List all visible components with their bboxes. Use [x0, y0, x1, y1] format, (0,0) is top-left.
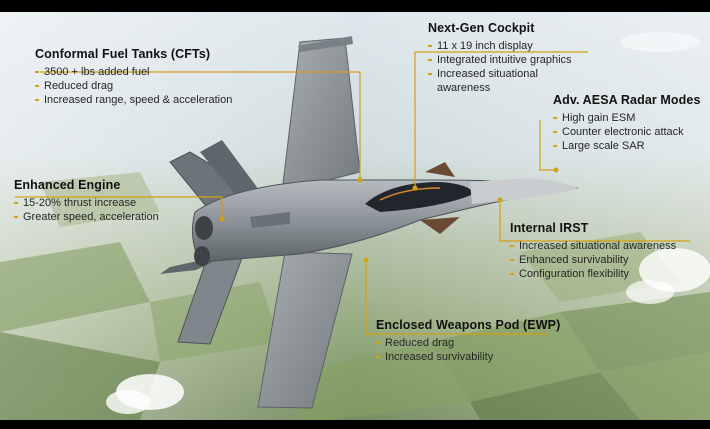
callout-title: Internal IRST: [510, 221, 589, 235]
callout-title: Enclosed Weapons Pod (EWP): [376, 318, 561, 332]
list-item: Counter electronic attack: [553, 125, 701, 139]
clouds: [106, 32, 710, 414]
list-item: Increased situational awareness: [428, 67, 565, 95]
aerial-photo-background: [0, 12, 710, 420]
list-item: Greater speed, acceleration: [14, 210, 159, 224]
callout-list: Reduced drag Increased survivability: [376, 336, 560, 364]
list-item: 15-20% thrust increase: [14, 196, 159, 210]
callout-list: Increased situational awareness Enhanced…: [510, 239, 676, 281]
callout-aesa-radar-modes: Adv. AESA Radar Modes High gain ESM Coun…: [553, 93, 701, 153]
callout-internal-irst: Internal IRST Increased situational awar…: [510, 221, 676, 281]
callout-title: Adv. AESA Radar Modes: [553, 93, 701, 107]
list-item: Reduced drag: [35, 79, 232, 93]
callout-list: High gain ESM Counter electronic attack …: [553, 111, 701, 153]
bottom-letterbox: [0, 420, 710, 429]
callout-title: Next-Gen Cockpit: [428, 21, 535, 35]
fighter-jet-image: [160, 36, 579, 409]
list-item: Configuration flexibility: [510, 267, 676, 281]
callout-title: Conformal Fuel Tanks (CFTs): [35, 47, 211, 61]
callout-next-gen-cockpit: Next-Gen Cockpit 11 x 19 inch display In…: [428, 21, 593, 95]
list-item: Integrated intuitive graphics: [428, 53, 593, 67]
list-item: Reduced drag: [376, 336, 560, 350]
list-item: Large scale SAR: [553, 139, 701, 153]
list-item: 11 x 19 inch display: [428, 39, 593, 53]
top-letterbox: [0, 0, 710, 12]
callout-title: Enhanced Engine: [14, 178, 121, 192]
list-item: 3500 + lbs added fuel: [35, 65, 232, 79]
leader-dots: [219, 167, 559, 263]
list-item: Increased situational awareness: [510, 239, 676, 253]
callout-list: 11 x 19 inch display Integrated intuitiv…: [428, 39, 593, 95]
callout-enhanced-engine: Enhanced Engine 15-20% thrust increase G…: [14, 178, 159, 224]
leader-line: [15, 51, 690, 335]
callout-list: 3500 + lbs added fuel Reduced drag Incre…: [35, 65, 232, 107]
callout-conformal-fuel-tanks: Conformal Fuel Tanks (CFTs) 3500 + lbs a…: [35, 47, 232, 107]
list-item: Increased range, speed & acceleration: [35, 93, 232, 107]
list-item: Increased survivability: [376, 350, 560, 364]
callout-enclosed-weapons-pod: Enclosed Weapons Pod (EWP) Reduced drag …: [376, 318, 560, 364]
list-item: High gain ESM: [553, 111, 701, 125]
callout-list: 15-20% thrust increase Greater speed, ac…: [14, 196, 159, 224]
list-item: Enhanced survivability: [510, 253, 676, 267]
